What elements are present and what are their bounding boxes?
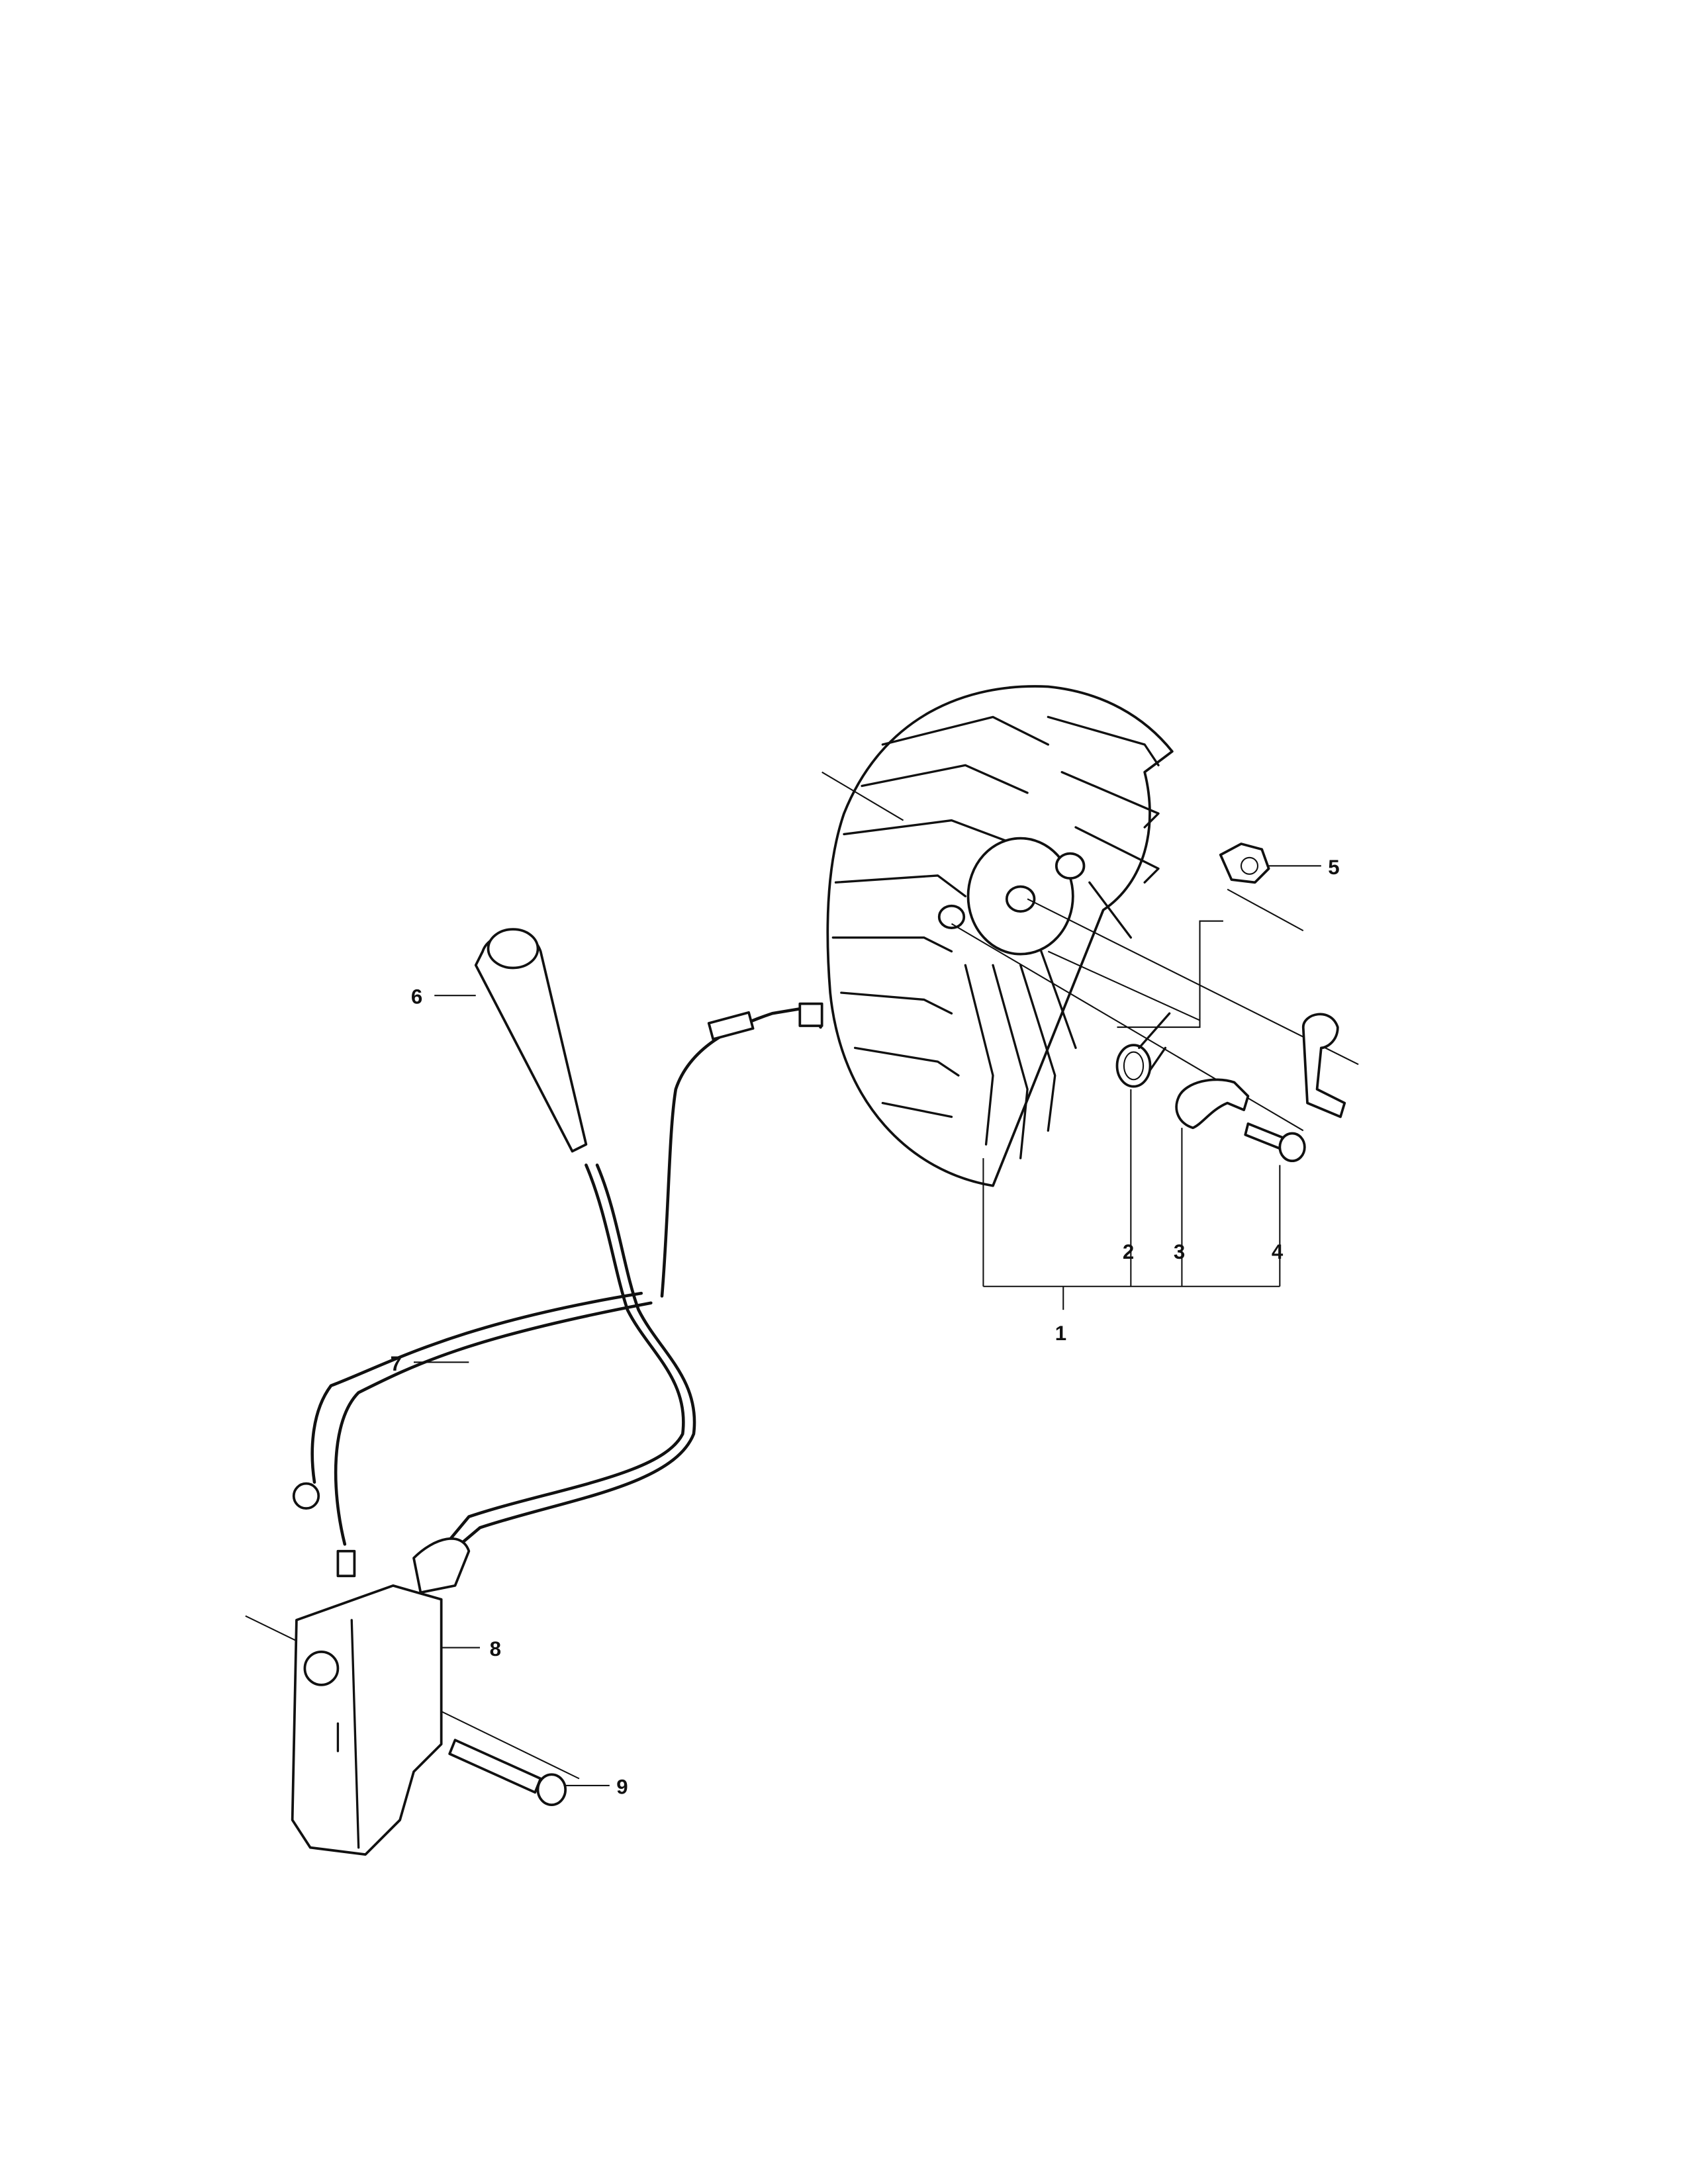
screw: [1244, 1122, 1306, 1163]
lever: [1301, 1013, 1346, 1118]
callout-5: 5: [1328, 856, 1339, 879]
spade-terminal: [336, 1549, 356, 1578]
spring: [1115, 1012, 1171, 1088]
callout-leaders: [414, 865, 1321, 1786]
cable-terminal: [798, 1002, 823, 1027]
callout-1: 1: [1055, 1322, 1066, 1345]
nut: [1219, 842, 1270, 884]
cables: [310, 1005, 822, 1560]
callout-4: 4: [1272, 1240, 1284, 1263]
callout-2: 2: [1123, 1240, 1134, 1263]
pawl: [1175, 1078, 1250, 1130]
flywheel: [826, 685, 1174, 1187]
ring-terminal: [292, 1482, 320, 1510]
spark-plug-cap: [474, 928, 588, 1153]
callout-3: 3: [1174, 1240, 1185, 1263]
ignition-module: [291, 1537, 471, 1856]
bolt: [448, 1739, 567, 1806]
connector-sleeve: [707, 1011, 755, 1041]
callout-9: 9: [616, 1775, 628, 1798]
callout-8: 8: [490, 1637, 501, 1661]
callout-6: 6: [411, 985, 422, 1009]
callout-7: 7: [391, 1352, 402, 1375]
